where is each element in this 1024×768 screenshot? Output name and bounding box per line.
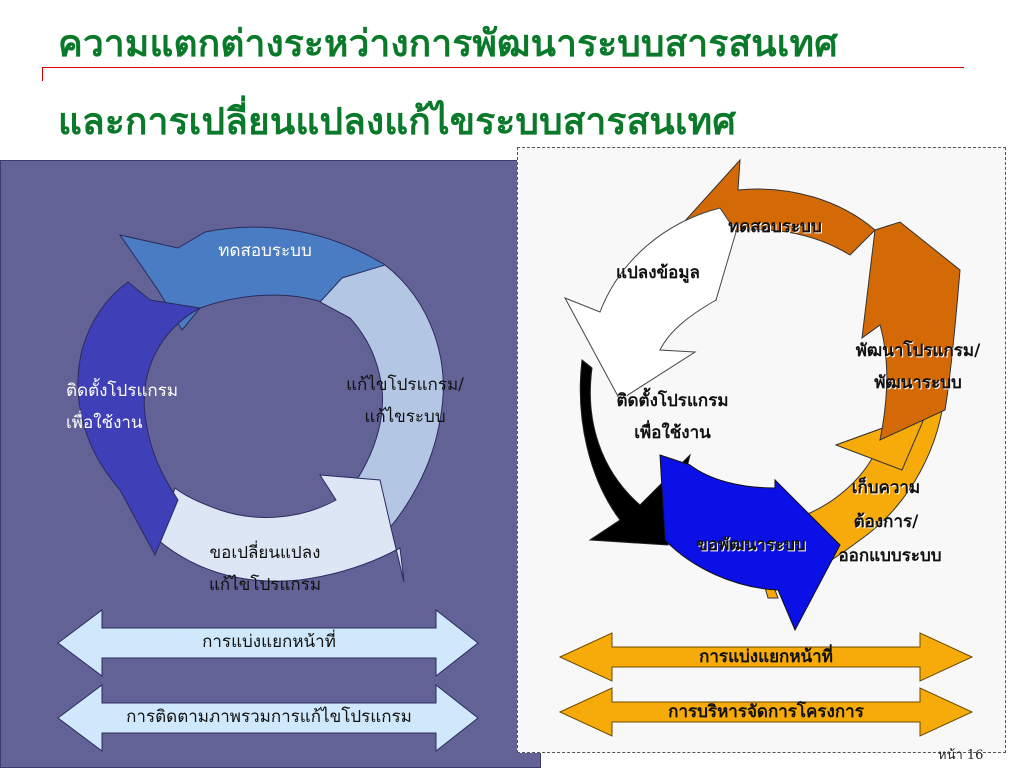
- right-cycle-dev-label-2: พัฒนาระบบ: [874, 373, 962, 393]
- left-bar-2-label: การติดตามภาพรวมการแก้ไขโปรแกรม: [126, 707, 412, 727]
- right-bar-1-label: การแบ่งแยกหน้าที่: [699, 647, 833, 667]
- left-bar-1-arrow: [57, 608, 479, 678]
- title-line-2: และการเปลี่ยนแปลงแก้ไขระบบสารสนเทศ: [58, 100, 736, 143]
- left-cycle-left-label-2: เพื่อใช้งาน: [66, 413, 143, 433]
- title-line-1: ความแตกต่างระหว่างการพัฒนาระบบสารสนเทศ: [58, 22, 838, 65]
- right-cycle-blue-arrow: [659, 454, 841, 632]
- title-divider: [42, 67, 964, 68]
- page-number: หน้า 16: [938, 748, 984, 763]
- right-cycle-dev-label-1: พัฒนาโปรแกรม/: [855, 341, 981, 361]
- right-cycle-install-label-1: ติดตั้งโปรแกรม: [616, 391, 729, 411]
- right-cycle-req-label-2: ต้องการ/: [853, 512, 919, 532]
- right-cycle-install-label-2: เพื่อใช้งาน: [634, 423, 711, 443]
- title-divider-tick: [42, 67, 43, 81]
- left-cycle-bottom-label-1: ขอเปลี่ยนแปลง: [209, 543, 321, 563]
- left-cycle-bottom-label-2: แก้ไขโปรแกรม: [208, 575, 322, 595]
- left-cycle-right-label-2: แก้ไขระบบ: [364, 407, 446, 427]
- left-cycle-left-label-1: ติดตั้งโปรแกรม: [66, 381, 179, 401]
- right-cycle-orange-right-arrow: [861, 221, 961, 441]
- right-bar-2-arrow: [558, 687, 974, 737]
- right-cycle-req-label-1: เก็บความ: [851, 478, 921, 498]
- right-bar-2-label: การบริหารจัดการโครงการ: [668, 702, 864, 722]
- left-bar-1-label: การแบ่งแยกหน้าที่: [202, 632, 336, 652]
- right-cycle-white-arrow: [563, 207, 737, 401]
- left-cycle-bottom-arrow: [157, 474, 405, 583]
- left-cycle-top-arrow: [118, 226, 386, 331]
- right-cycle-convert-label: แปลงข้อมูล: [616, 263, 700, 283]
- left-bar-2-arrow: [57, 683, 479, 753]
- right-cycle-top-label: ทดสอบระบบ: [728, 217, 822, 237]
- left-cycle-right-label-1: แก้ไขโปรแกรม/: [346, 375, 464, 395]
- left-cycle-top-label: ทดสอบระบบ: [218, 241, 312, 261]
- left-cycle-left-arrow: [77, 281, 202, 557]
- right-cycle-request-label: ขอพัฒนาระบบ: [696, 535, 806, 555]
- right-cycle-req-label-3: ออกแบบระบบ: [838, 546, 942, 566]
- right-bar-1-arrow: [558, 632, 974, 682]
